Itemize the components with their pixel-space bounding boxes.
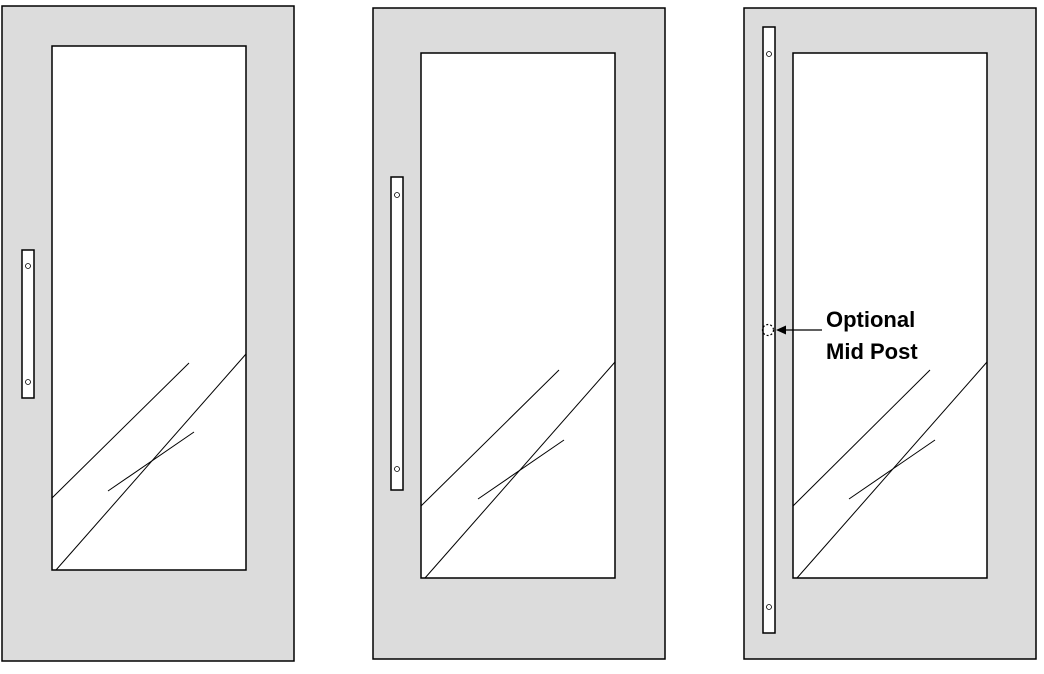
door-3: Optional Mid Post: [743, 7, 1037, 660]
handle-screw-icon: [25, 379, 31, 385]
door-3-glare-lines: [792, 361, 988, 579]
callout-label-line1: Optional: [826, 307, 915, 332]
door-2-glare-lines: [420, 361, 616, 579]
door-2-glass: [420, 52, 616, 579]
callout-label-line2: Mid Post: [826, 339, 918, 364]
door-1: [1, 5, 295, 662]
door-2-pull-handle: [390, 176, 404, 491]
door-3-glass: [792, 52, 988, 579]
handle-screw-icon: [394, 466, 400, 472]
mid-post-callout: Optional Mid Post: [776, 307, 918, 364]
door-1-pull-handle: [21, 249, 35, 399]
handle-screw-icon: [25, 263, 31, 269]
door-1-glass: [51, 45, 247, 571]
handle-screw-icon: [394, 192, 400, 198]
handle-screw-icon: [766, 51, 772, 57]
door-2: [372, 7, 666, 660]
arrow-head-icon: [776, 325, 786, 335]
mid-post-dashed-icon: [761, 323, 775, 337]
door-3-pull-handle: [761, 26, 776, 634]
handle-screw-icon: [766, 604, 772, 610]
door-1-glare-lines: [51, 353, 247, 571]
